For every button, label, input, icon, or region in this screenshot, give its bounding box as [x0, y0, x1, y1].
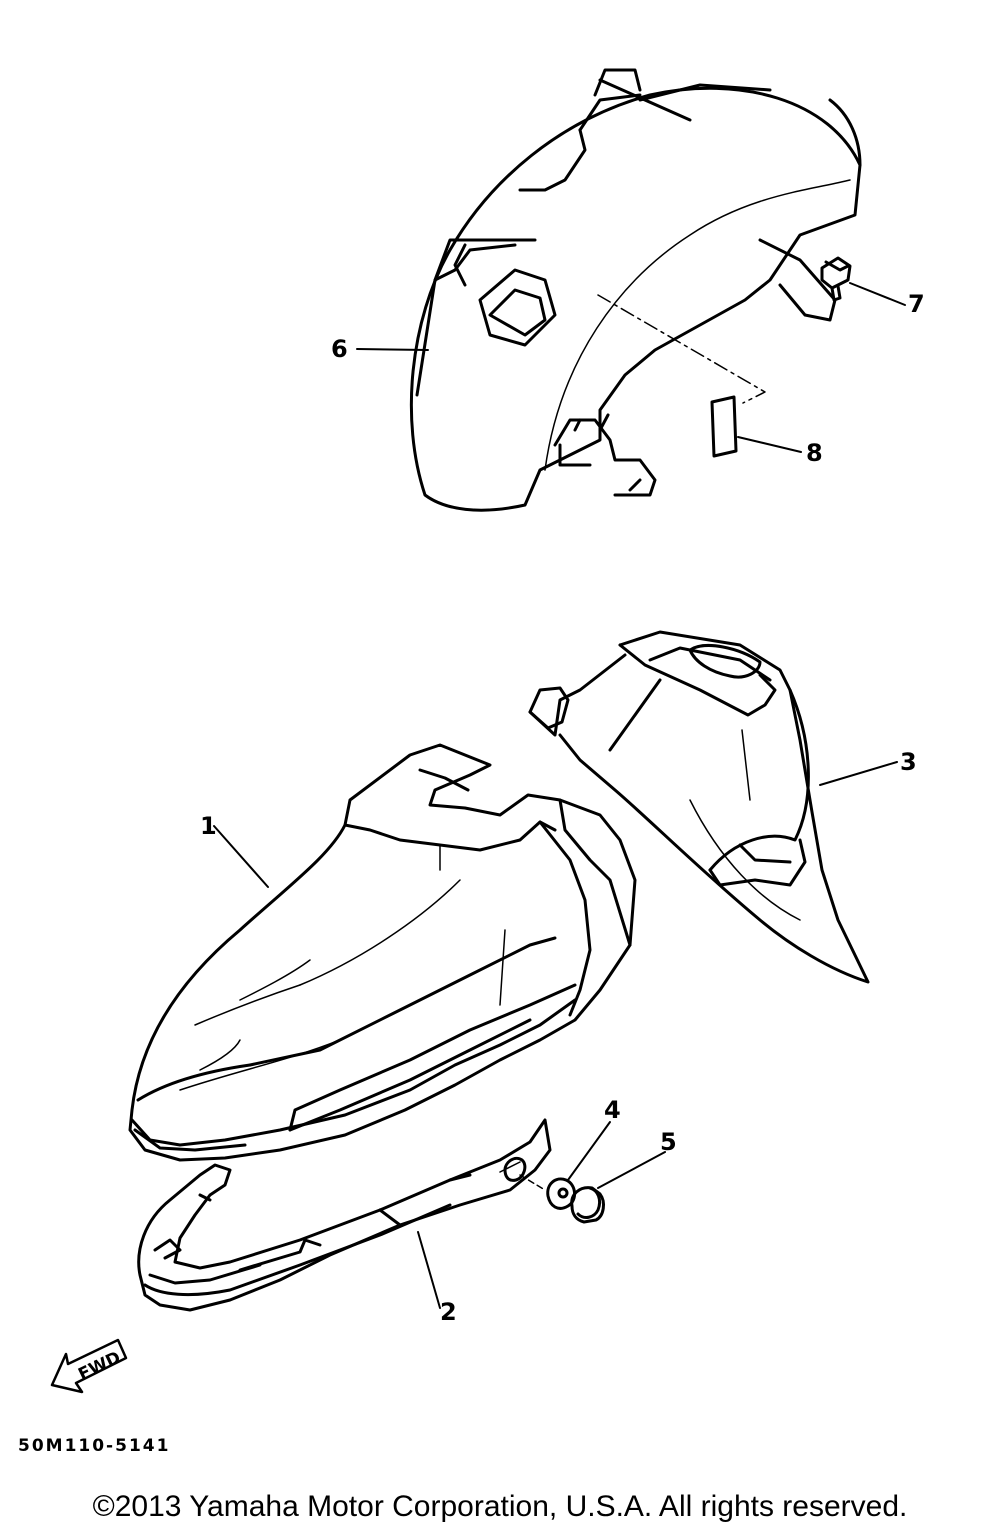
- leader-2: [417, 1231, 441, 1309]
- callout-1: 1: [200, 812, 217, 840]
- callout-5: 5: [660, 1128, 677, 1156]
- leader-8: [737, 436, 802, 453]
- leader-6: [356, 348, 429, 351]
- callout-7: 7: [908, 290, 925, 318]
- part-7-bolt: [820, 256, 852, 302]
- leader-lines: [213, 282, 906, 1309]
- part-5-cap-nut: [570, 1186, 605, 1224]
- drawing-code: 50M110-5141: [18, 1436, 171, 1456]
- part-2-fender-trim: [137, 1118, 552, 1312]
- callout-8: 8: [806, 439, 823, 467]
- callout-2: 2: [440, 1298, 457, 1326]
- leader-7: [849, 282, 906, 306]
- part-1-front-fender: [128, 743, 637, 1162]
- part-6-inner-fender: [409, 68, 862, 512]
- leader-5: [597, 1151, 666, 1189]
- part-8-label: [710, 395, 738, 458]
- leader-1: [213, 825, 269, 888]
- part-3-rear-fender: [528, 630, 870, 984]
- callout-6: 6: [331, 335, 348, 363]
- fwd-arrow-icon: [50, 1338, 128, 1394]
- callout-3: 3: [900, 748, 917, 776]
- assembly-line-part-4: [519, 1174, 546, 1191]
- leader-3: [819, 761, 898, 786]
- copyright-notice: ©2013 Yamaha Motor Corporation, U.S.A. A…: [92, 1490, 908, 1523]
- leader-4: [567, 1121, 611, 1181]
- fwd-label: FWD: [75, 1348, 124, 1385]
- assembly-line-part-8: [597, 294, 766, 404]
- callout-4: 4: [604, 1096, 621, 1124]
